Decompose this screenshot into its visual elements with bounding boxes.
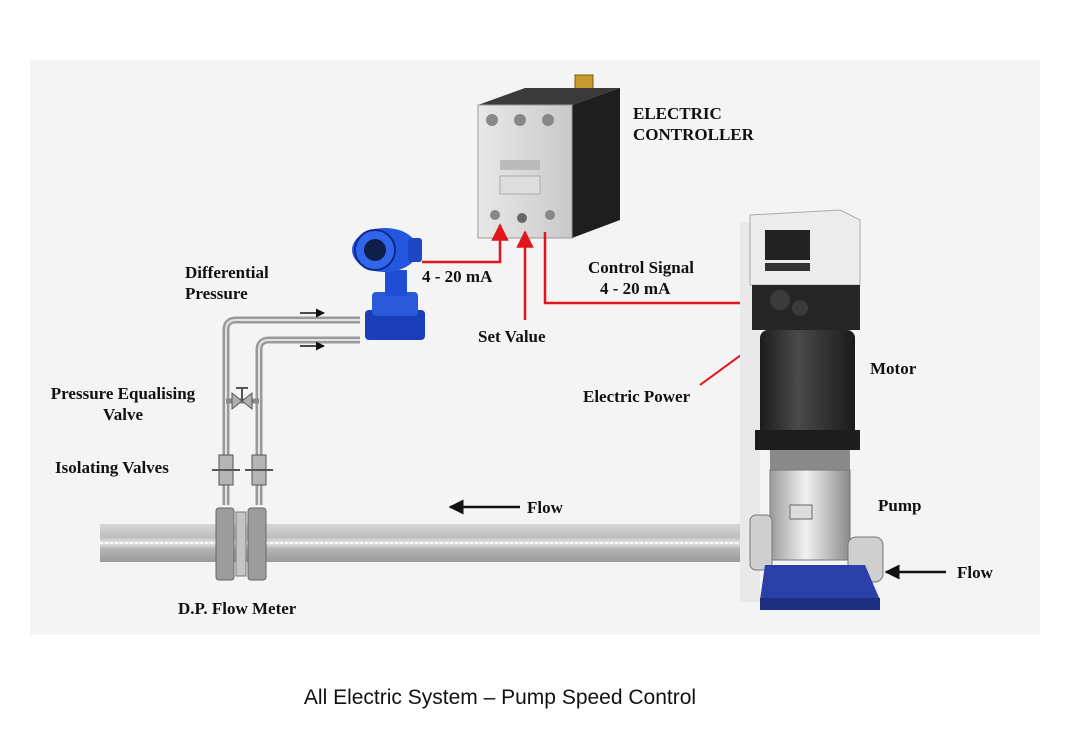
- control-signal-label-line1: Control Signal: [588, 258, 694, 277]
- main-pipe: [100, 524, 760, 562]
- control-signal-label-line2: 4 - 20 mA: [600, 279, 671, 298]
- pressure-equalising-valve-label-line1: Pressure Equalising: [50, 384, 196, 403]
- dp-flow-meter: [215, 507, 267, 581]
- differential-pressure-label-line2: Pressure: [185, 284, 248, 303]
- control-signal-label: Control Signal 4 - 20 mA: [588, 257, 694, 299]
- signal-in-label: 4 - 20 mA: [422, 267, 493, 286]
- differential-pressure-label: Differential Pressure: [185, 262, 269, 304]
- electric-controller-label: ELECTRIC CONTROLLER: [633, 103, 754, 145]
- differential-pressure-label-line1: Differential: [185, 263, 269, 282]
- pressure-equalising-valve-label-line2: Valve: [103, 405, 143, 424]
- dp-flow-meter-label: D.P. Flow Meter: [178, 599, 297, 618]
- motor-label: Motor: [870, 359, 917, 378]
- electric-controller-label-line1: ELECTRIC: [633, 104, 722, 123]
- pipe-flow-label: Flow: [527, 498, 563, 517]
- pump: [749, 450, 884, 610]
- electric-controller-device: [477, 74, 620, 239]
- impulse-tubes: [222, 316, 360, 505]
- pressure-equalising-valve-label: Pressure Equalising Valve: [28, 383, 218, 425]
- dp-transmitter: [352, 228, 425, 340]
- electric-power-label: Electric Power: [583, 387, 691, 406]
- isolating-valves: [212, 454, 273, 486]
- inlet-flow-label: Flow: [957, 563, 993, 582]
- motor: [740, 209, 861, 602]
- signal-lines: [422, 223, 787, 386]
- electric-controller-label-line2: CONTROLLER: [633, 125, 754, 144]
- diagram-caption: All Electric System – Pump Speed Control: [303, 686, 697, 709]
- pressure-equalising-valve: [226, 387, 259, 411]
- pump-label: Pump: [878, 496, 922, 515]
- isolating-valves-label: Isolating Valves: [55, 458, 169, 477]
- set-value-label: Set Value: [478, 327, 546, 346]
